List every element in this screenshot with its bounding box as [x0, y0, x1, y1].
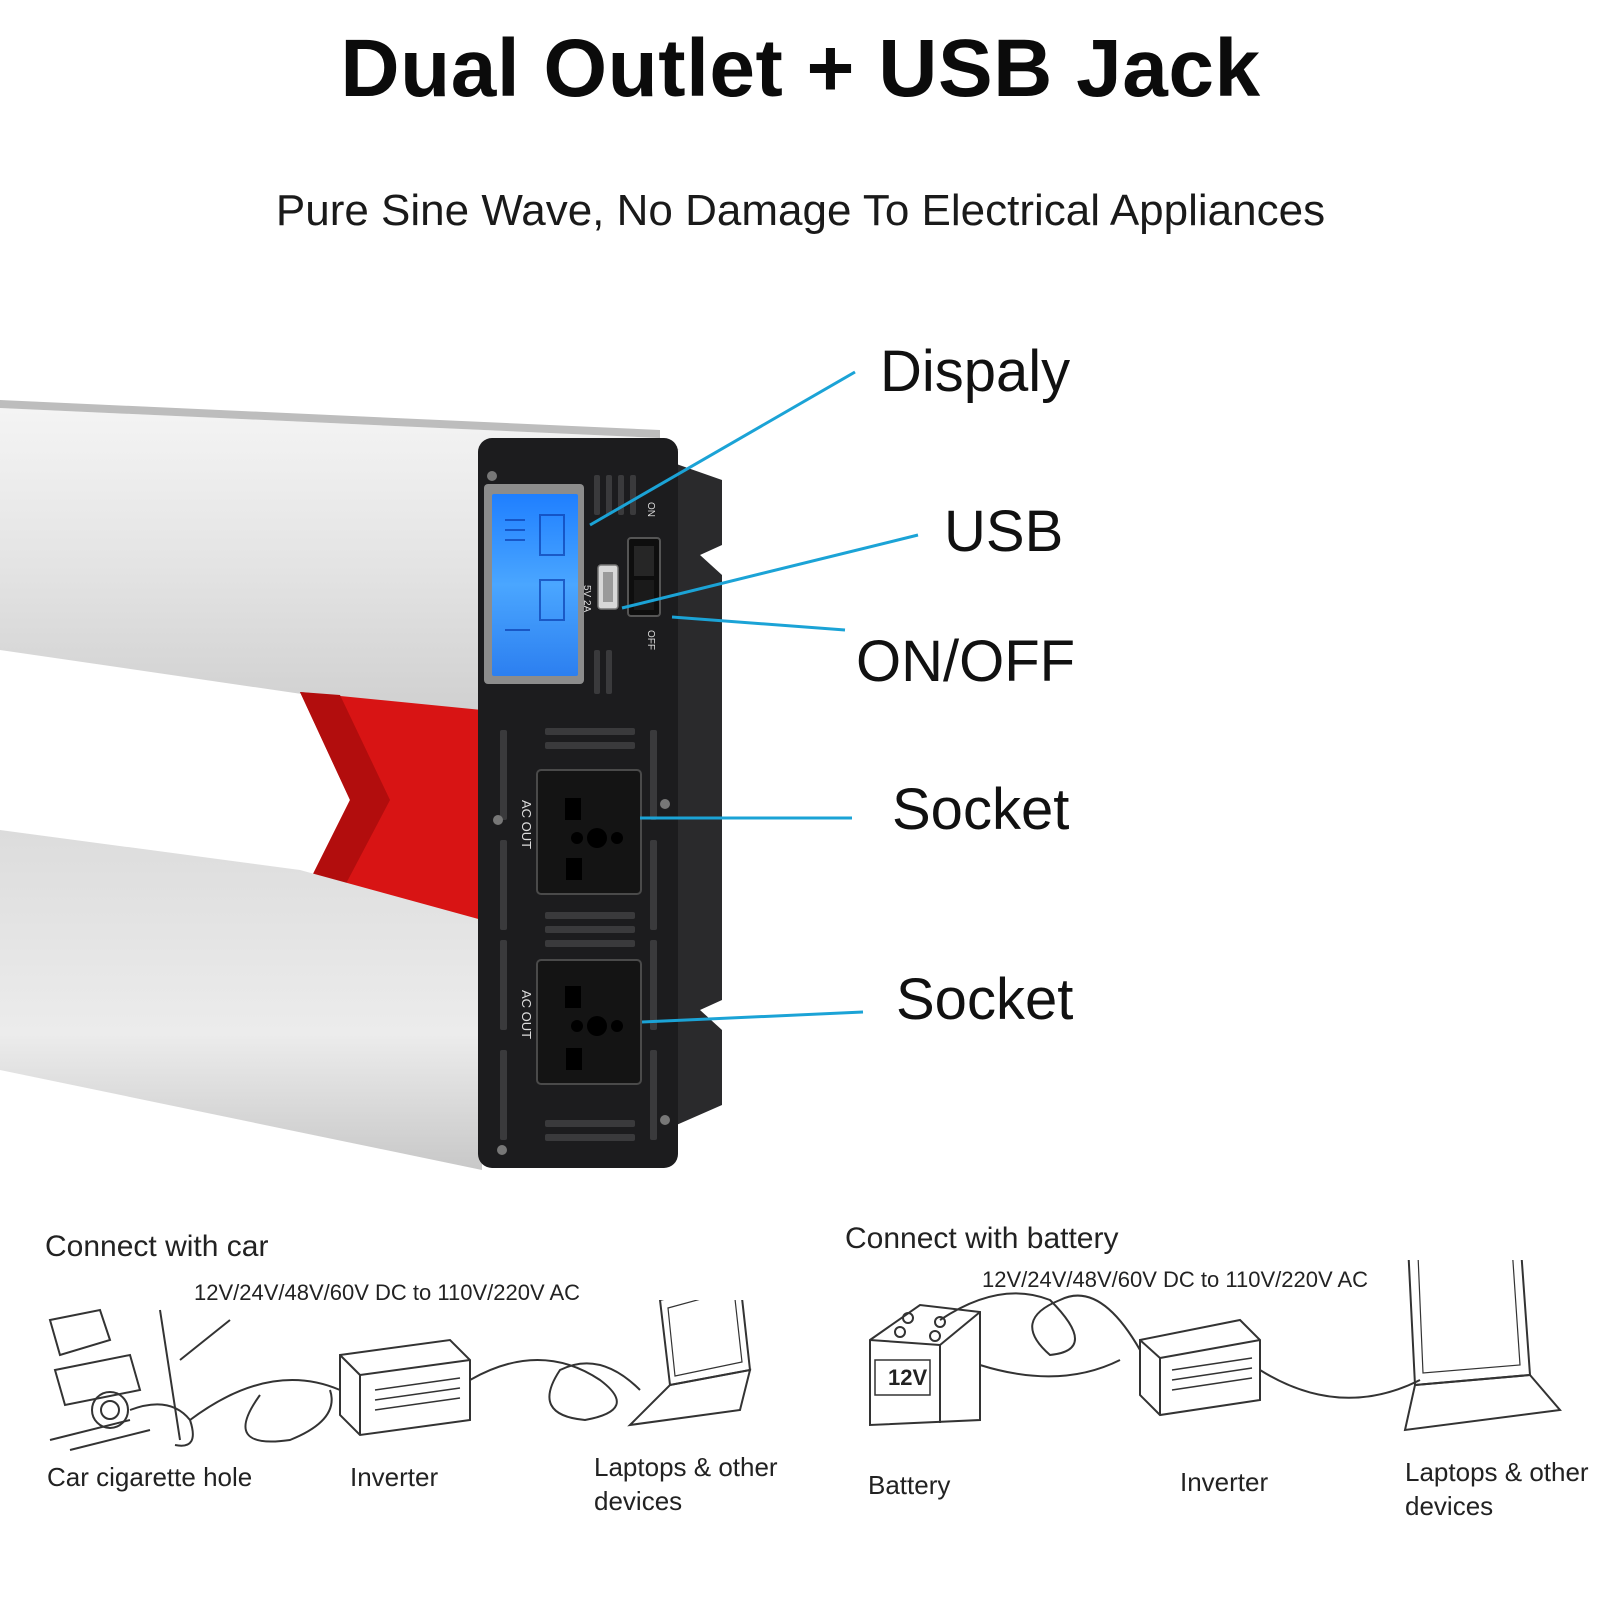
- battery-connection-diagram: 12V: [869, 1260, 1562, 1432]
- housing-top: [0, 408, 680, 720]
- page-subtitle: Pure Sine Wave, No Damage To Electrical …: [275, 186, 1326, 235]
- outlet-1-label: AC OUT: [519, 800, 534, 849]
- battery-label-1: Battery: [868, 1470, 951, 1500]
- battery-label-2: Inverter: [1180, 1467, 1269, 1497]
- callout-display-label: Dispaly: [880, 339, 1071, 404]
- switch-on-label: ON: [645, 502, 656, 517]
- callout-socket-2-label: Socket: [896, 967, 1074, 1032]
- car-cigarette-hole-icon: [48, 1308, 231, 1451]
- battery-diagram-title: Connect with battery: [845, 1222, 1119, 1255]
- laptop-icon-1: [627, 1300, 752, 1427]
- car-diagram-spec: 12V/24V/48V/60V DC to 110V/220V AC: [194, 1280, 581, 1305]
- car-label-2: Inverter: [350, 1462, 439, 1492]
- battery-diagram-spec: 12V/24V/48V/60V DC to 110V/220V AC: [982, 1267, 1369, 1292]
- car-connection-diagram: [48, 1300, 752, 1451]
- ac-outlet-2: [536, 959, 642, 1085]
- car-label-1: Car cigarette hole: [47, 1462, 253, 1492]
- housing-bottom: [0, 830, 482, 1170]
- outlet-2-label: AC OUT: [519, 990, 534, 1039]
- lcd-display: [492, 494, 578, 676]
- inverter-product-image: 5V 2A ON OFF AC OUT AC OUT: [0, 400, 722, 1170]
- inverter-icon-1: [339, 1338, 471, 1437]
- callout-socket-1-label: Socket: [892, 777, 1070, 842]
- laptop-icon-2: [1403, 1260, 1562, 1432]
- car-label-3: Laptops & other devices: [594, 1452, 778, 1516]
- callout-on-off-label: ON/OFF: [856, 629, 1076, 694]
- page-title: Dual Outlet + USB Jack: [340, 23, 1261, 114]
- usb-rating-label: 5V 2A: [581, 585, 592, 613]
- car-diagram-title: Connect with car: [45, 1230, 269, 1263]
- switch-off-label: OFF: [645, 630, 656, 650]
- callout-usb-label: USB: [944, 499, 1064, 564]
- inverter-icon-2: [1139, 1318, 1261, 1417]
- ac-outlet-1: [536, 769, 642, 895]
- battery-label-3: Laptops & other devices: [1405, 1457, 1589, 1521]
- battery-voltage-label: 12V: [888, 1365, 927, 1390]
